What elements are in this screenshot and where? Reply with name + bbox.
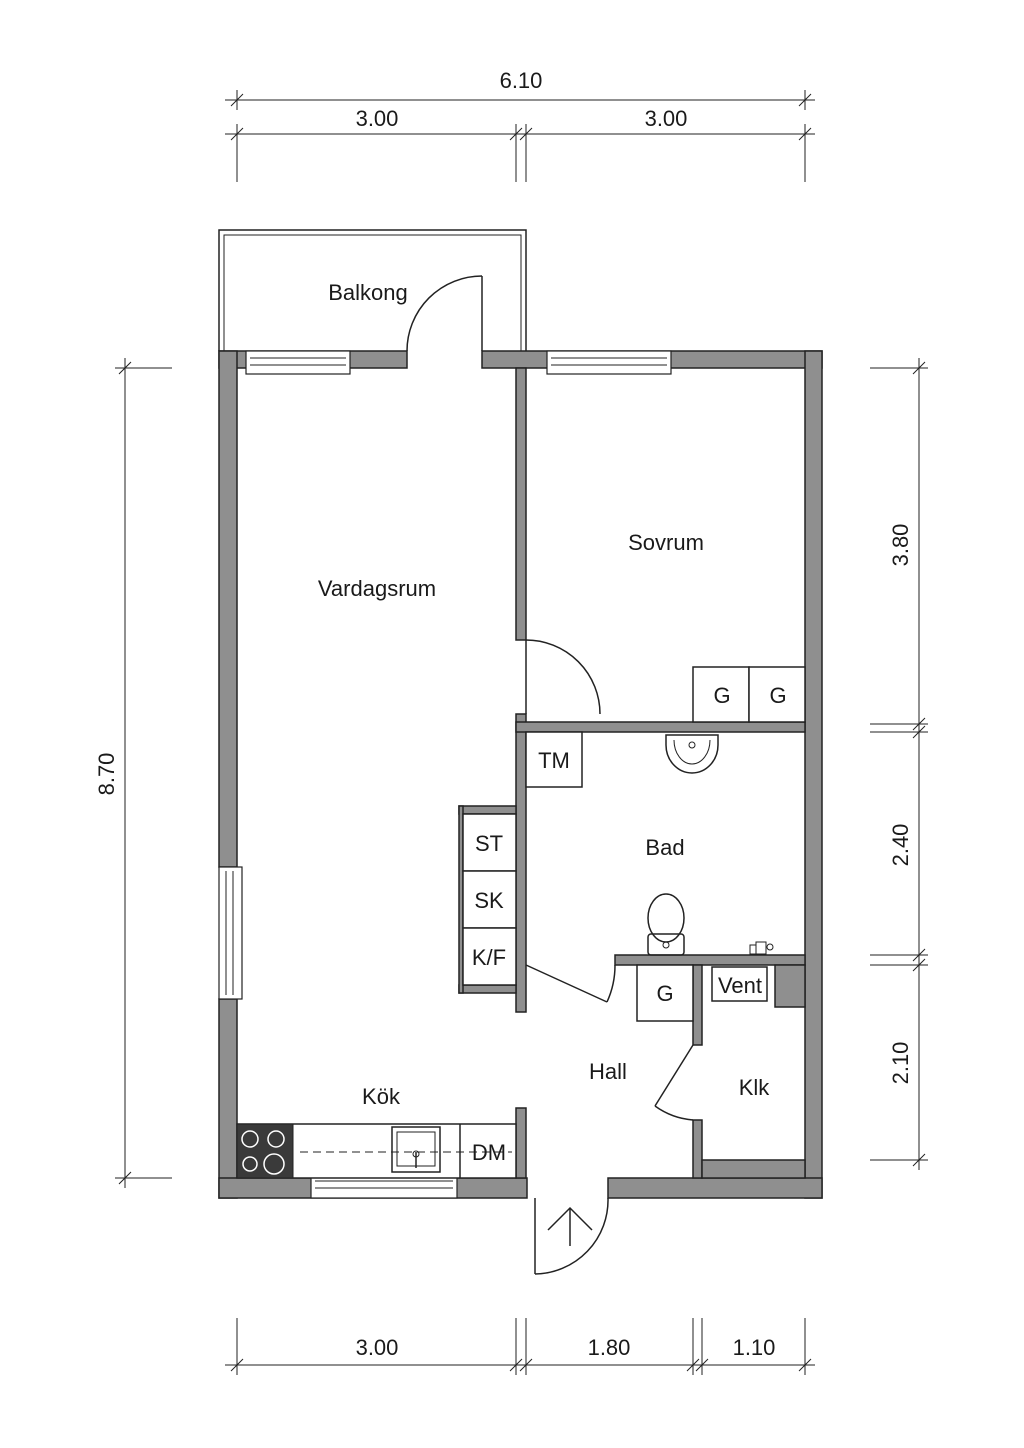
room-klk: Klk <box>739 1075 771 1100</box>
toilet-icon <box>647 893 685 956</box>
wardrobe-1 <box>692 666 750 723</box>
dim-right-bottom: 2.10 <box>888 1042 913 1085</box>
tm-label: TM <box>538 748 570 773</box>
door-closet <box>654 1044 694 1121</box>
room-vardagsrum: Vardagsrum <box>318 576 436 601</box>
st-box <box>462 813 517 872</box>
dm-label: DM <box>472 1140 506 1165</box>
window-living-left <box>218 866 243 1000</box>
room-balkong: Balkong <box>328 280 408 305</box>
window-living-top <box>245 350 351 375</box>
door-bedroom <box>525 639 601 715</box>
hall-wardrobe-label: G <box>656 981 673 1006</box>
room-hall: Hall <box>589 1059 627 1084</box>
sk-box <box>462 870 517 929</box>
kf-label: K/F <box>472 945 506 970</box>
sk-label: SK <box>474 888 504 913</box>
window-bedroom-top <box>546 350 672 375</box>
dim-bottom-left: 3.00 <box>356 1335 399 1360</box>
room-kok: Kök <box>362 1084 401 1109</box>
dim-bottom-right: 1.10 <box>733 1335 776 1360</box>
door-entry <box>534 1197 609 1275</box>
dim-top-right: 3.00 <box>645 106 688 131</box>
dim-top-left: 3.00 <box>356 106 399 131</box>
right-dimension-lines <box>870 358 928 1170</box>
kitchen-sink-icon <box>391 1126 441 1173</box>
top-dimension-lines <box>225 90 815 182</box>
faucet-icon <box>749 941 774 955</box>
kf-box <box>462 927 517 986</box>
room-sovrum: Sovrum <box>628 530 704 555</box>
balcony-outline <box>218 229 527 351</box>
hall-wardrobe <box>636 964 694 1022</box>
door-bath <box>525 964 616 1003</box>
dim-bottom-middle: 1.80 <box>588 1335 631 1360</box>
wardrobe-2-label: G <box>769 683 786 708</box>
dim-left-total: 8.70 <box>94 753 119 796</box>
wardrobe-1-label: G <box>713 683 730 708</box>
tm-box <box>525 731 583 788</box>
left-dimension-lines <box>115 358 172 1188</box>
wardrobe-2 <box>748 666 806 723</box>
door-balcony <box>406 275 483 352</box>
interior-walls <box>458 367 806 1179</box>
bottom-dimension-lines <box>225 1318 815 1375</box>
stove-icon <box>236 1123 294 1179</box>
dim-right-top: 3.80 <box>888 524 913 567</box>
sink-icon <box>665 734 719 774</box>
vent-box <box>711 966 768 1002</box>
dim-top-total: 6.10 <box>500 68 543 93</box>
room-bad: Bad <box>645 835 684 860</box>
vent-label: Vent <box>718 973 762 998</box>
dim-right-middle: 2.40 <box>888 824 913 867</box>
st-label: ST <box>475 831 503 856</box>
